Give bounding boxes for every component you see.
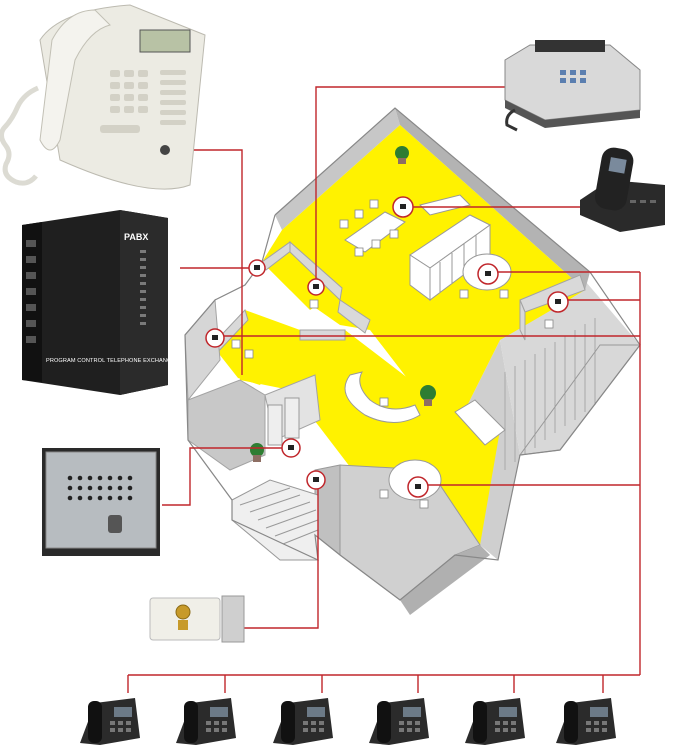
entrance-steps xyxy=(231,479,319,561)
office-floor-plan xyxy=(184,107,642,615)
extension-phone-icon xyxy=(273,698,333,745)
cordless-phone-icon xyxy=(580,147,665,232)
extension-phone-icon xyxy=(556,698,616,745)
pabx-caption-label: PROGRAM CONTROL TELEPHONE EXCHANGER xyxy=(46,358,179,364)
desk-phone-icon xyxy=(0,4,206,190)
fax-machine-icon xyxy=(504,40,641,132)
extension-phone-icon xyxy=(465,698,525,745)
extension-phones xyxy=(80,698,616,745)
potted-plant-icon xyxy=(250,443,264,462)
potted-plant-icon xyxy=(395,146,409,164)
extension-phone-icon xyxy=(176,698,236,745)
extension-phone-icon xyxy=(369,698,429,745)
door-intercom-icon xyxy=(42,448,160,556)
electric-lock-icon xyxy=(149,595,245,643)
extension-phone-icon xyxy=(80,698,140,745)
wiring xyxy=(127,86,641,693)
pabx-box-icon: PABX PROGRAM CONTROL TELEPHONE EXCHANGER xyxy=(22,210,179,395)
pabx-brand-label: PABX xyxy=(124,232,148,242)
potted-plant-icon xyxy=(420,385,436,406)
